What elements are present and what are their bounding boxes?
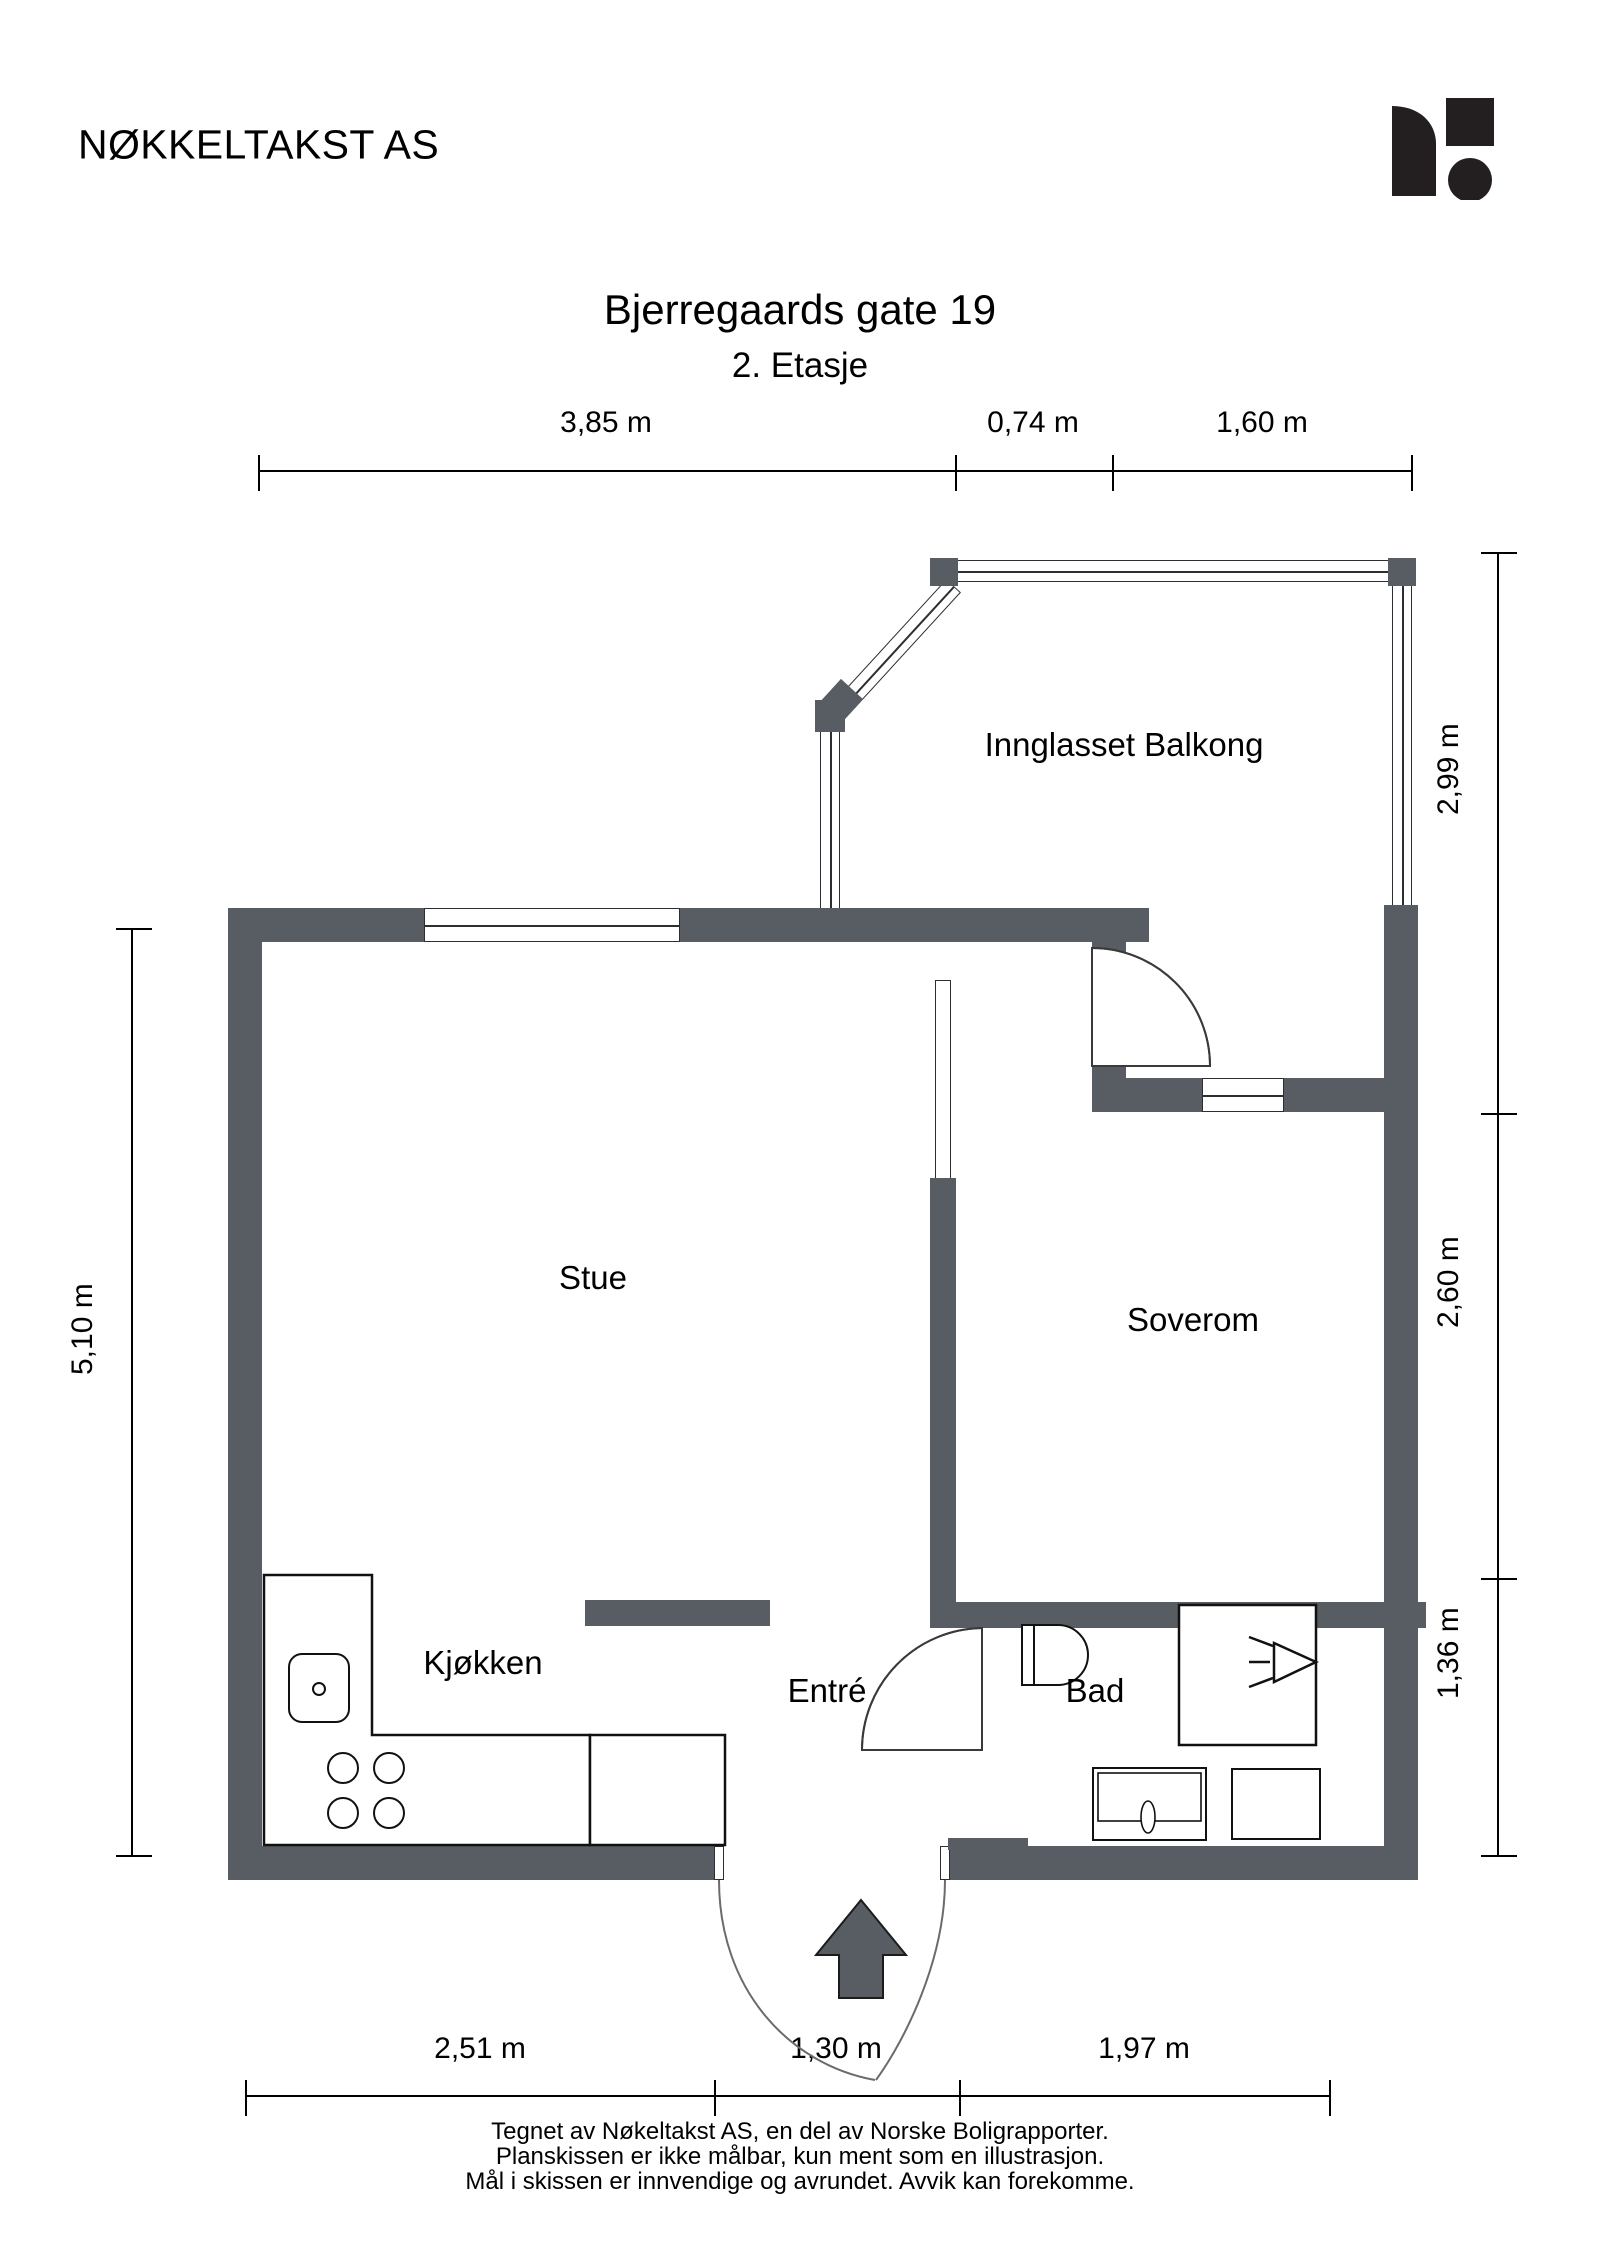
- stove-burner-4-icon: [373, 1797, 405, 1829]
- stove-burner-3-icon: [327, 1797, 359, 1829]
- dim-right-2: 2,60 m: [1432, 1236, 1466, 1328]
- room-label-living: Stue: [559, 1259, 627, 1296]
- room-label-kitchen: Kjøkken: [423, 1644, 543, 1681]
- kitchen-sink-drain-icon: [312, 1682, 326, 1696]
- dim-bottom-1: 2,51 m: [434, 2032, 526, 2065]
- room-label-balcony: Innglasset Balkong: [984, 726, 1264, 763]
- bathroom-door-leaf: [860, 1626, 983, 1751]
- dim-bottom-3: 1,97 m: [1098, 2032, 1190, 2065]
- bathroom-door-arc: [861, 1627, 983, 1751]
- footer-line-3: Mål i skissen er innvendige og avrundet.…: [465, 2168, 1135, 2195]
- page-title: Bjerregaards gate 19: [603, 286, 997, 333]
- room-label-bedroom: Soverom: [1126, 1301, 1260, 1338]
- entrance-door-arc-right: [875, 1879, 946, 2081]
- room-label-hall: Entré: [787, 1672, 867, 1709]
- dim-top-1: 3,85 m: [560, 406, 652, 439]
- stove-burner-2-icon: [373, 1752, 405, 1784]
- dim-left-1: 5,10 m: [66, 1283, 100, 1375]
- page-subtitle: 2. Etasje: [731, 346, 869, 385]
- dim-bottom-2: 1,30 m: [790, 2032, 882, 2065]
- entrance-direction-arrow-icon: [813, 1898, 909, 1999]
- footer-line-1: Tegnet av Nøkeltakst AS, en del av Norsk…: [491, 2118, 1109, 2145]
- dim-right-3: 1,36 m: [1432, 1607, 1466, 1699]
- dim-right-1: 2,99 m: [1432, 723, 1466, 815]
- dim-top-2: 0,74 m: [987, 406, 1079, 439]
- washing-machine-icon: [1231, 1768, 1321, 1840]
- stove-burner-1-icon: [327, 1752, 359, 1784]
- footer-line-2: Planskissen er ikke målbar, kun ment som…: [495, 2143, 1105, 2170]
- dim-top-3: 1,60 m: [1216, 406, 1308, 439]
- company-name: NØKKELTAKST AS: [78, 121, 440, 168]
- nokkeltakst-logo-icon: [1388, 70, 1528, 202]
- room-label-bath: Bad: [1065, 1672, 1125, 1709]
